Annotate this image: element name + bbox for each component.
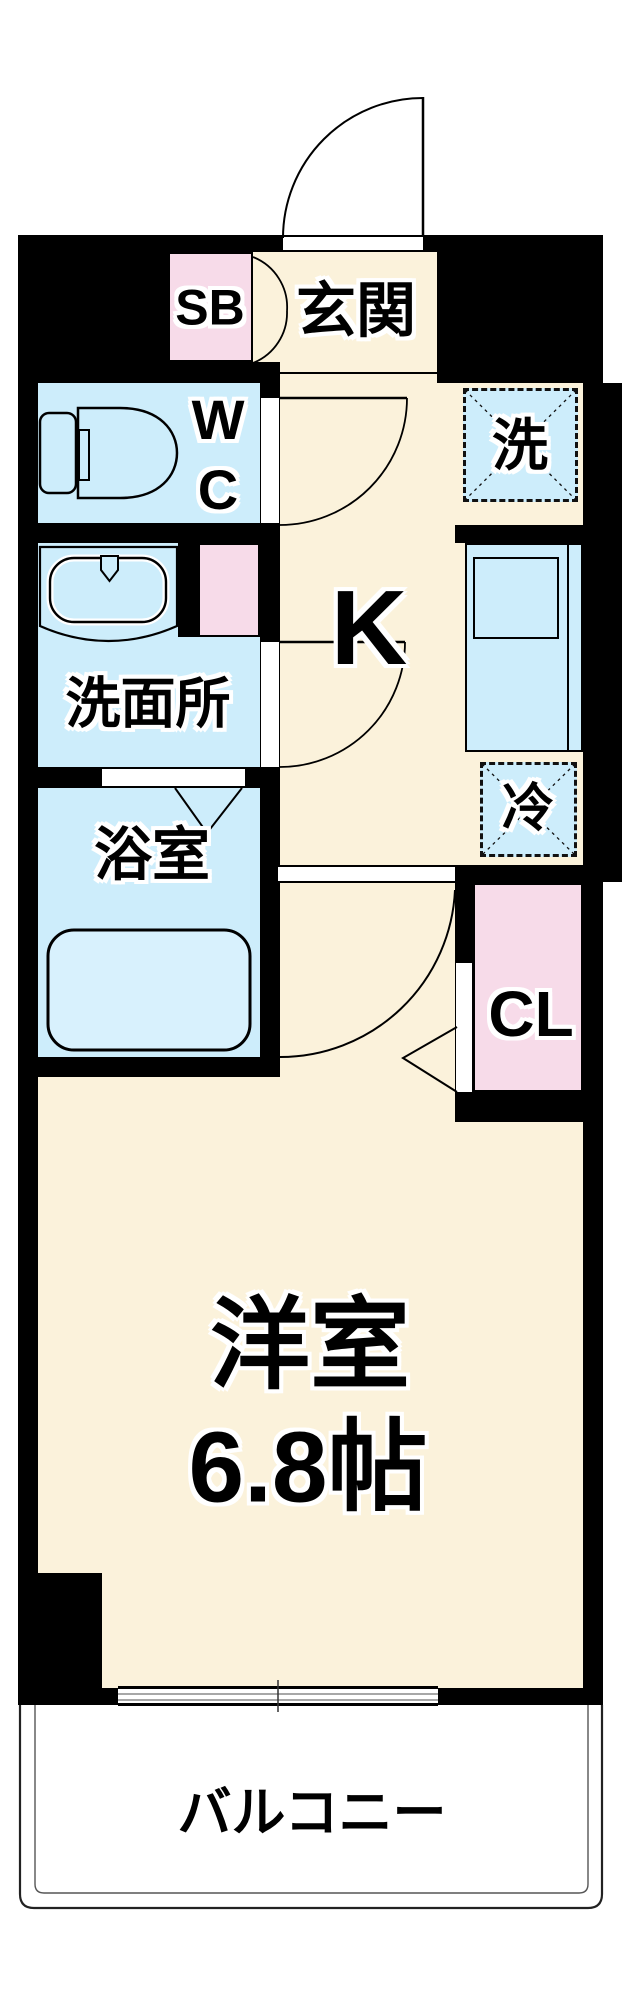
closet-label: CL [488, 978, 574, 1051]
shoe-box [168, 252, 253, 362]
washing-machine-label: 洗 [492, 413, 548, 477]
door-gap-hall-kitchen-lower [261, 642, 279, 767]
toilet-label: W C [192, 385, 245, 525]
kitchen-label: K [330, 569, 408, 688]
door-gap-bathroom [102, 769, 245, 786]
wall-below-closet [455, 1092, 603, 1122]
kitchen-counter [465, 543, 583, 752]
balcony-label: バルコニー [177, 1782, 447, 1843]
wall-pink-unit-side [178, 543, 198, 637]
entrance-door-opening [283, 235, 423, 252]
western-room-size: 6.8帖 [188, 1411, 428, 1524]
washroom-label: 洗面所 [65, 672, 231, 735]
pillar-bottom-left [18, 1573, 102, 1705]
wall-bottom-right [438, 1688, 603, 1705]
wall-right-edge-strip [603, 383, 622, 882]
wall-top-door-jamb [423, 235, 437, 252]
wall-bath-bottom [18, 1057, 280, 1077]
western-room-opening [278, 865, 455, 883]
wall-top-right-block [437, 235, 603, 383]
wall-top-left [18, 235, 283, 252]
kitchen-sink [473, 557, 559, 639]
wall-left-outer [18, 235, 38, 1705]
entrance-door-arc [282, 97, 424, 239]
bathroom-label: 浴室 [93, 822, 211, 888]
toilet-label-line1: W [191, 388, 245, 451]
washroom-pink-unit [198, 543, 260, 637]
door-gap-hall-kitchen-upper [261, 398, 279, 523]
toilet-label-line2: C [197, 458, 239, 521]
wall-under-sb [18, 362, 280, 383]
wall-left-block [18, 252, 168, 362]
balcony-window [118, 1686, 438, 1706]
wall-wc-washroom [38, 523, 280, 543]
refrigerator-label: 冷 [501, 780, 555, 839]
western-room-main [38, 1077, 585, 1688]
wall-above-closet [455, 865, 603, 883]
wall-right-outer [583, 252, 603, 1705]
kitchen-counter-edge [567, 545, 569, 750]
door-gap-closet [456, 963, 472, 1092]
closet-box [473, 883, 583, 1092]
western-room-label: 洋室 [210, 1289, 410, 1402]
shoe-box-label: SB [175, 279, 245, 336]
wall-above-counter [455, 525, 583, 543]
entrance-label: 玄関 [296, 277, 416, 345]
